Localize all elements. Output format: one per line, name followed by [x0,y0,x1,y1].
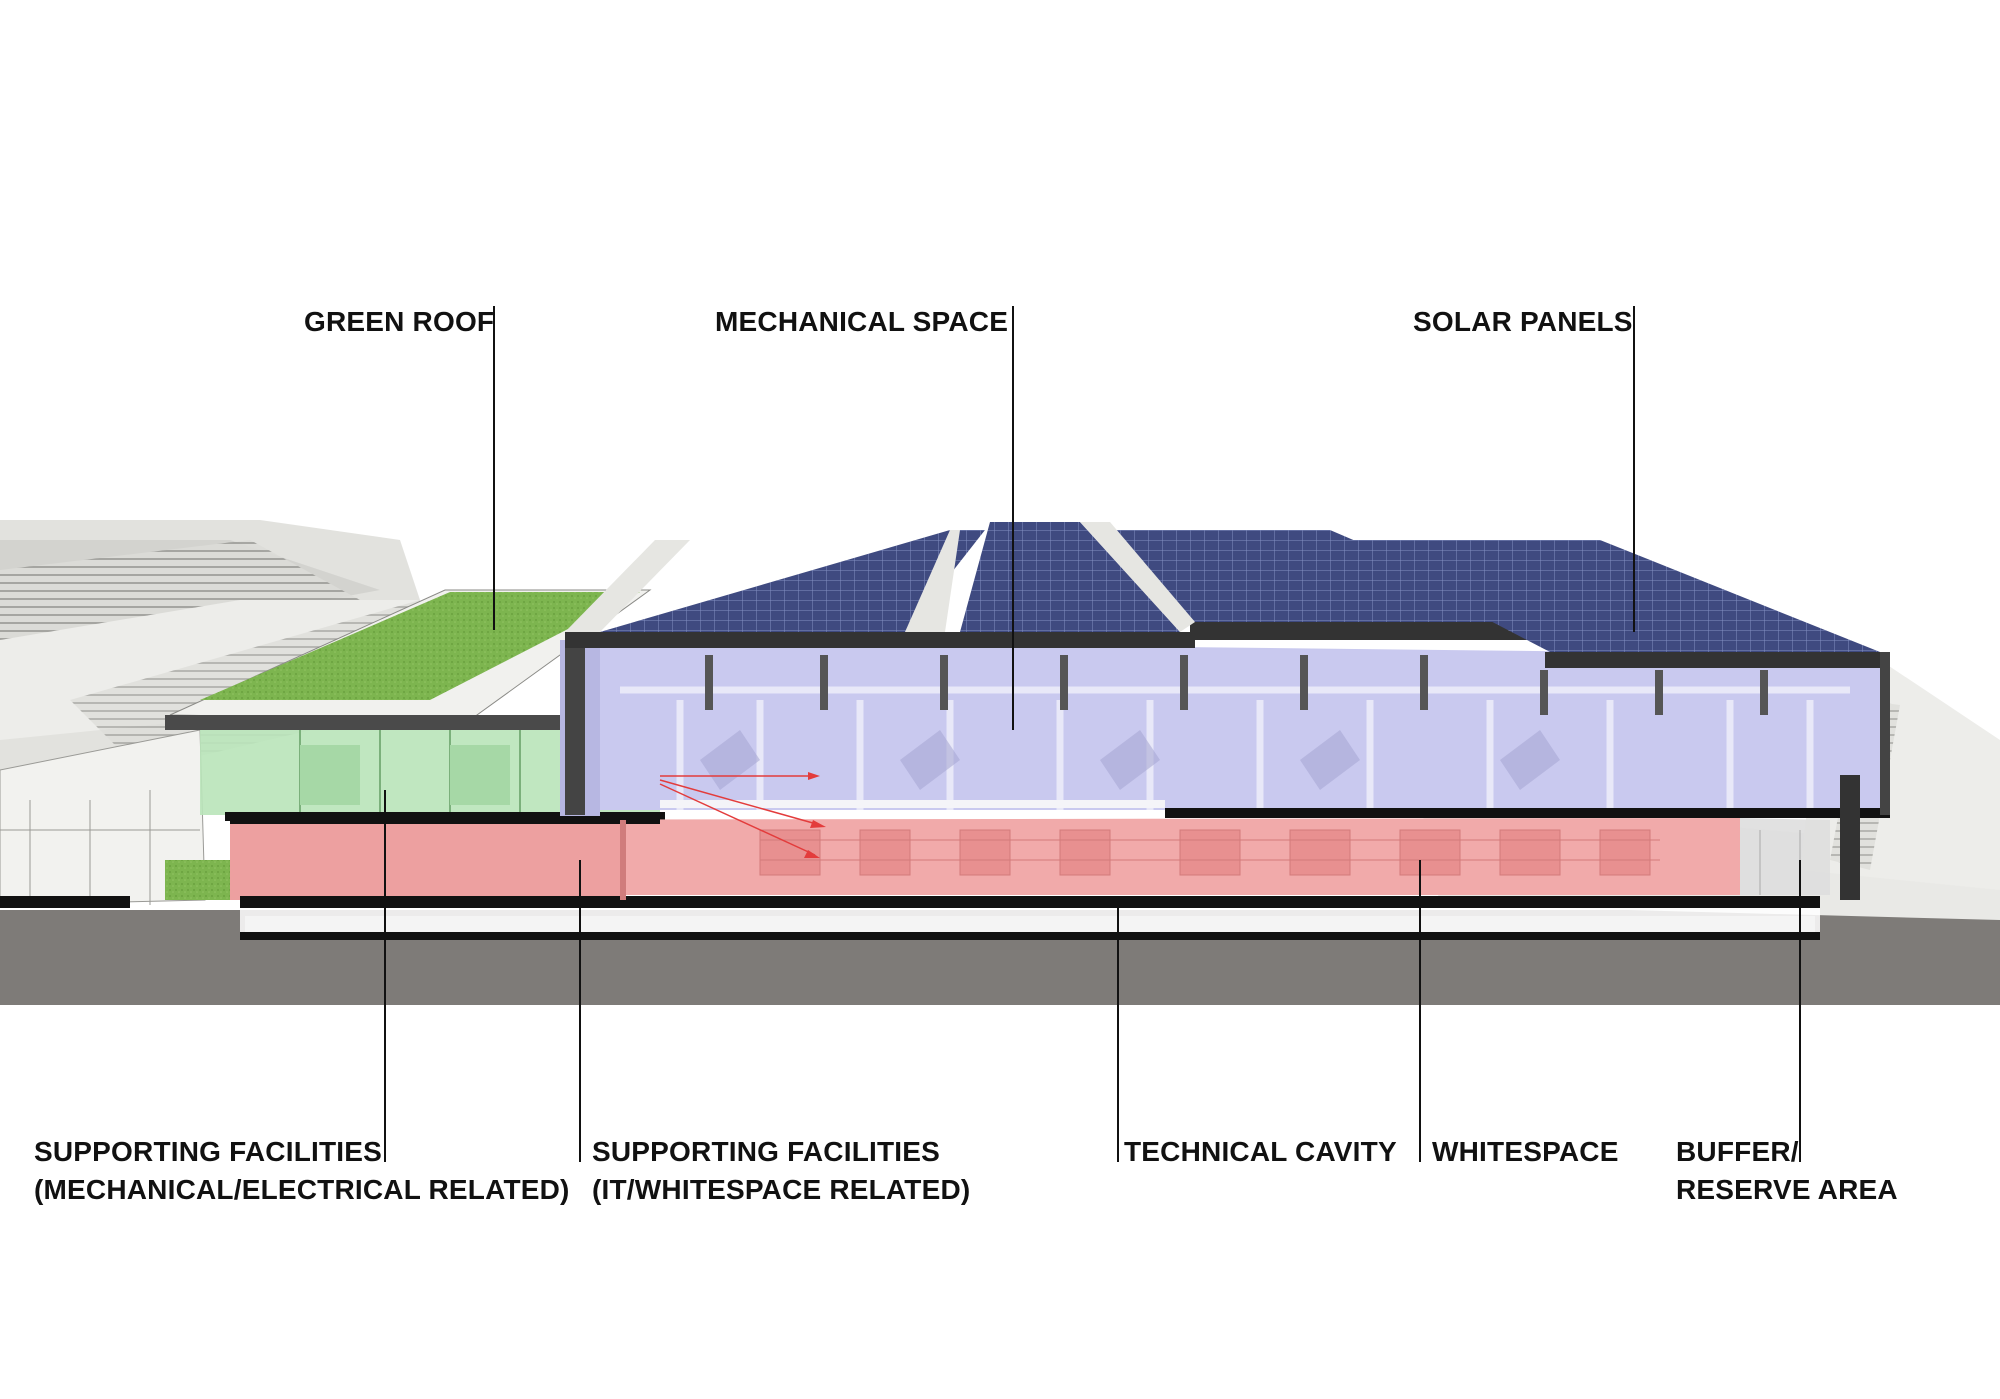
label-supporting-it-line-2: (IT/WHITESPACE RELATED) [592,1174,971,1205]
label-buffer-line-2: RESERVE AREA [1676,1174,1898,1205]
label-supporting-mech-line-1: SUPPORTING FACILITIES [34,1136,383,1167]
label-whitespace: WHITESPACE [1432,1136,1619,1167]
label-supporting-mech-line-2: (MECHANICAL/ELECTRICAL RELATED) [34,1174,570,1205]
label-supporting-it-line-1: SUPPORTING FACILITIES [592,1136,941,1167]
label-solar-panels: SOLAR PANELS [1413,306,1633,337]
label-green-roof: GREEN ROOF [304,306,495,337]
main-building [230,522,2000,940]
label-supporting-facilities-mechanical: SUPPORTING FACILITIES (MECHANICAL/ELECTR… [34,1133,570,1209]
label-buffer-line-1: BUFFER/ [1676,1136,1799,1167]
label-buffer-reserve-area: BUFFER/ RESERVE AREA [1676,1133,1898,1209]
label-technical-cavity: TECHNICAL CAVITY [1124,1136,1397,1167]
label-supporting-facilities-it: SUPPORTING FACILITIES (IT/WHITESPACE REL… [592,1133,970,1209]
label-mechanical-space: MECHANICAL SPACE [715,306,1009,337]
